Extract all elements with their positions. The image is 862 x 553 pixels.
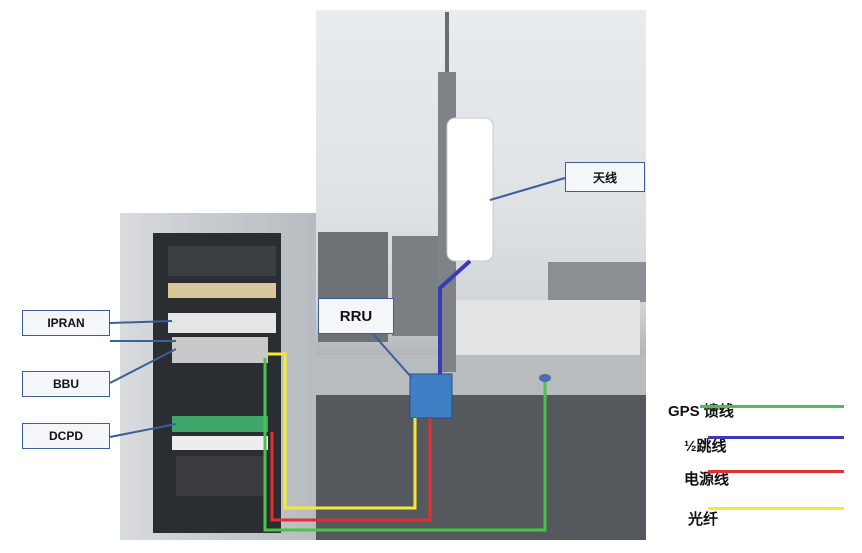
building-white bbox=[450, 300, 640, 360]
ipran-pointer bbox=[109, 320, 173, 324]
dcpd-lower-unit bbox=[172, 436, 268, 450]
rru-box bbox=[409, 373, 453, 419]
rooftop-floor bbox=[316, 395, 646, 540]
legend-line-gps bbox=[700, 405, 844, 408]
legend-label-power: 电源线 bbox=[684, 471, 730, 488]
legend-label-fiber: 光纤 bbox=[688, 511, 719, 528]
legend-line-jumper bbox=[708, 436, 844, 439]
pole-top bbox=[445, 12, 449, 72]
equipment-top bbox=[168, 246, 276, 276]
antenna-tag: 天线 bbox=[565, 162, 645, 192]
antenna-pointer bbox=[489, 177, 566, 201]
dcpd-unit bbox=[172, 416, 268, 432]
battery-unit bbox=[176, 456, 264, 496]
dcpd-tag: DCPD bbox=[22, 423, 110, 449]
dcpd-pointer bbox=[109, 423, 177, 438]
bbu-tag: BBU bbox=[22, 371, 110, 397]
rooftop-parapet bbox=[316, 355, 646, 395]
legend-line-power bbox=[708, 470, 844, 473]
ipran-unit bbox=[168, 313, 276, 333]
ipran-tag: IPRAN bbox=[22, 310, 110, 336]
rru-tag: RRU bbox=[318, 298, 394, 334]
gps-cable bbox=[263, 358, 547, 532]
legend-line-fiber bbox=[708, 507, 844, 510]
gps-antenna bbox=[539, 374, 551, 382]
jumper-cable bbox=[438, 259, 472, 374]
fiber-cable bbox=[268, 352, 417, 510]
building-right bbox=[548, 262, 646, 302]
bbu-unit bbox=[172, 337, 268, 363]
legend-label-jumper: ½跳线 bbox=[684, 438, 727, 455]
antenna-panel bbox=[446, 117, 494, 262]
patch-panel bbox=[168, 283, 276, 298]
legend-label-gps: GPS 馈线 bbox=[668, 403, 734, 420]
bbu-pointer bbox=[109, 348, 177, 384]
building-mid bbox=[392, 236, 438, 336]
power-cable bbox=[270, 418, 432, 522]
